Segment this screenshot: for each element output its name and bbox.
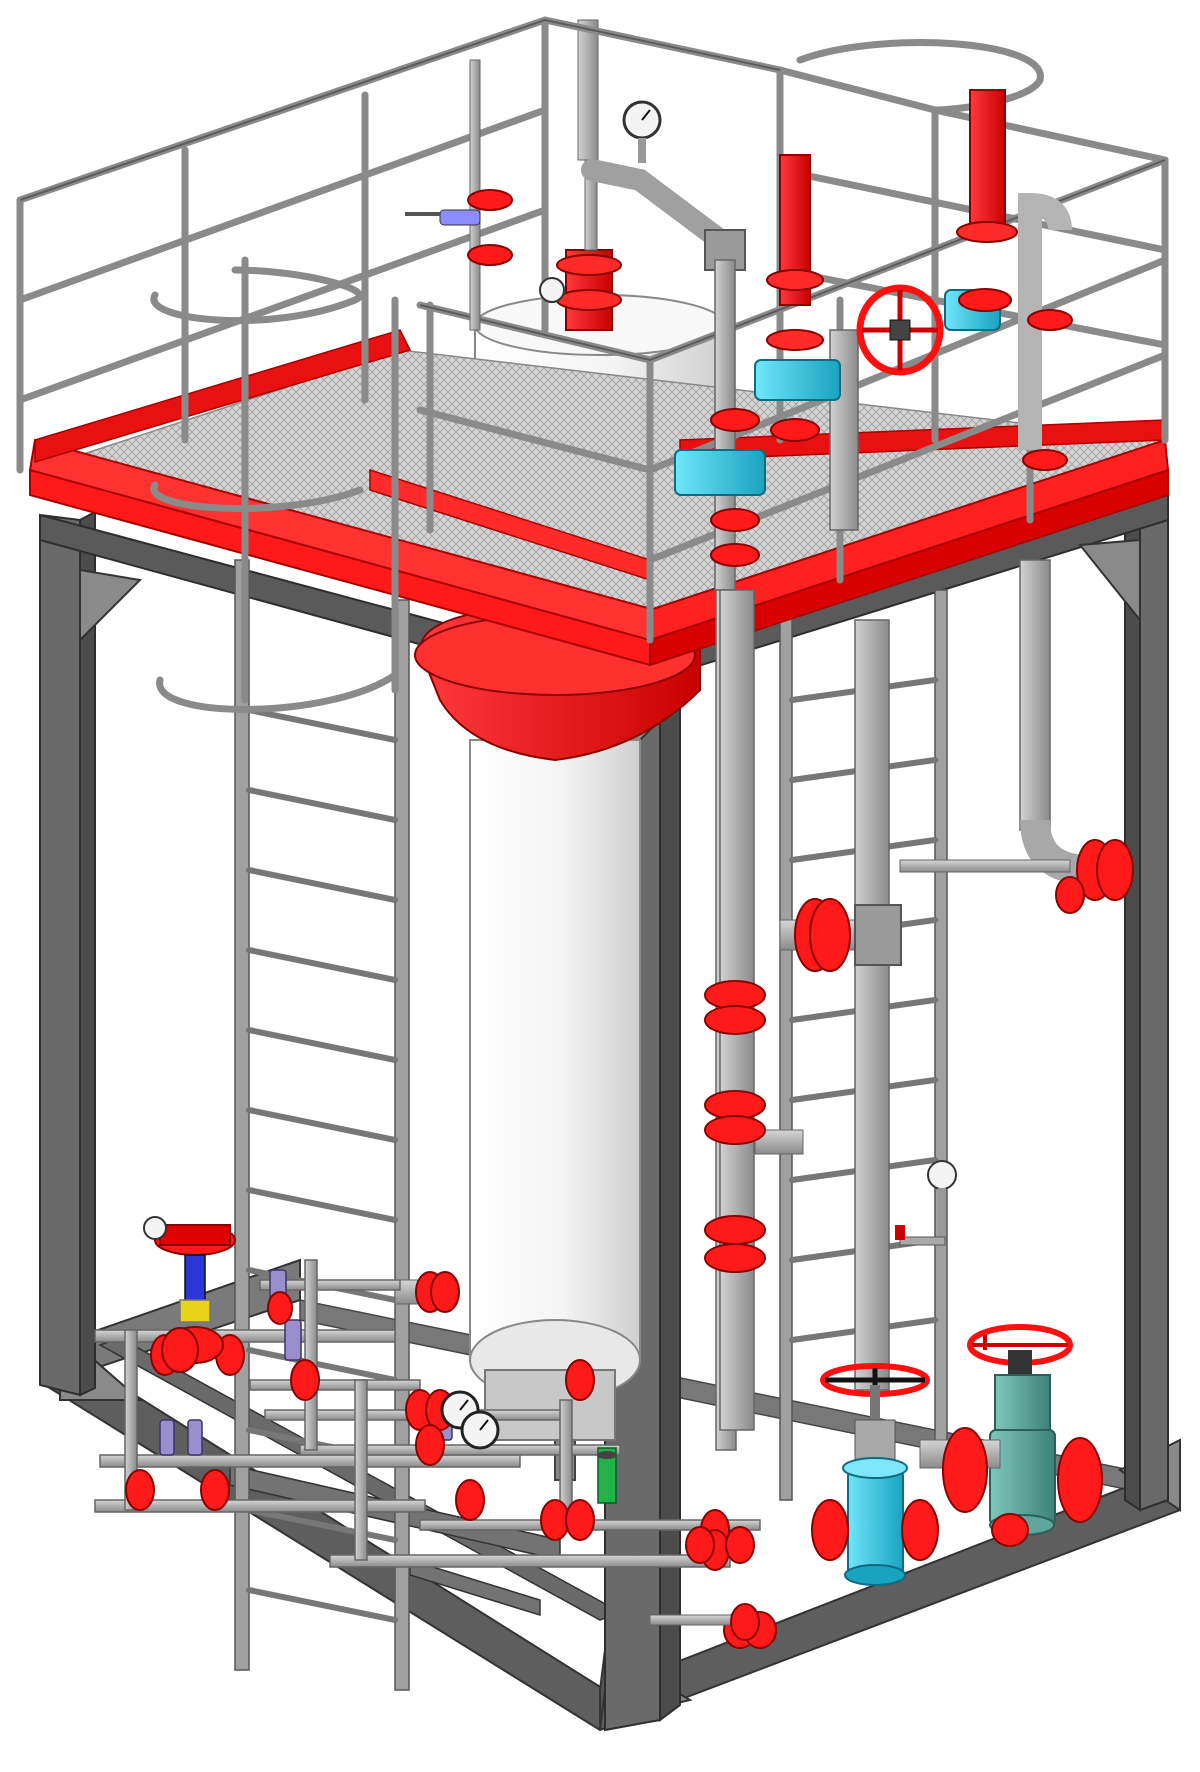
service-platform [28, 329, 1170, 667]
relief-valve-top-right [766, 89, 1018, 351]
pressure-gauge-top [539, 100, 662, 303]
control-valve [143, 1216, 236, 1373]
vessel-top-nozzle [556, 19, 622, 331]
gate-valve-teal [919, 1324, 1103, 1547]
drain-stub [649, 1603, 760, 1641]
instrument-top-left [405, 209, 481, 226]
handwheel-valve-top [856, 284, 944, 376]
green-fitting [597, 1447, 617, 1504]
mid-flanges [415, 589, 1134, 1431]
lower-left-manifold [94, 1259, 777, 1649]
upper-flanges [467, 189, 1073, 567]
gate-valve-cyan [811, 1363, 939, 1586]
pressure-gauge-bottom [440, 1390, 500, 1450]
pressure-gauge-right [895, 1160, 957, 1246]
